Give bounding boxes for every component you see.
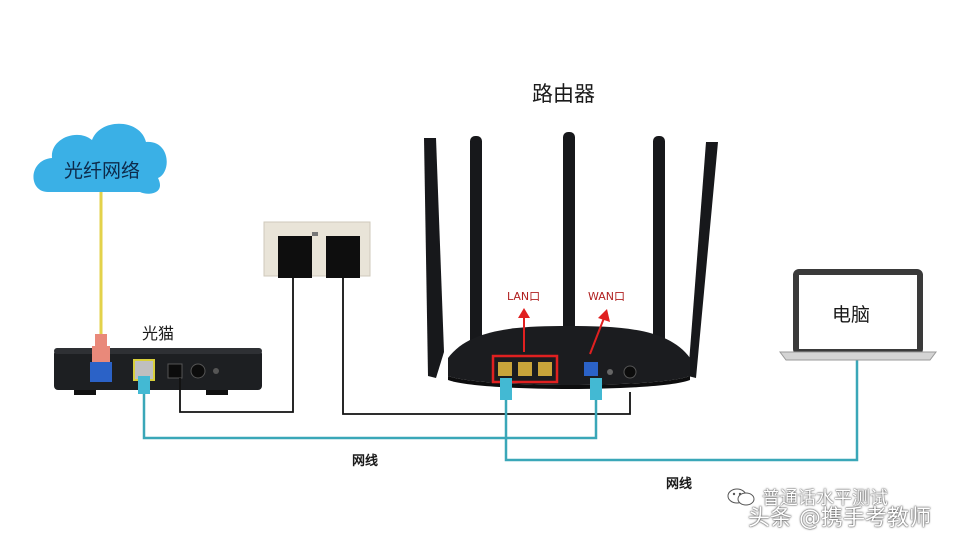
cable-lan-to-computer — [504, 356, 859, 462]
fiber-connector — [92, 334, 110, 362]
modem-label: 光猫 — [142, 324, 175, 343]
laptop — [779, 269, 937, 361]
fiber-port — [90, 362, 112, 382]
diagram-title: 路由器 — [532, 82, 595, 106]
antenna — [563, 132, 575, 354]
router-wan-port — [584, 362, 598, 376]
cable-label-2: 网线 — [666, 477, 693, 492]
cloud-label: 光纤网络 — [64, 160, 141, 182]
wechat-icon — [727, 488, 755, 506]
optical-modem — [54, 348, 262, 395]
antenna — [424, 138, 444, 378]
router-lan-port — [498, 362, 512, 376]
computer-label: 电脑 — [832, 304, 871, 326]
router — [424, 132, 718, 389]
antenna — [653, 136, 665, 354]
wan-port-label: WAN口 — [588, 290, 626, 303]
router-lan-port — [538, 362, 552, 376]
modem-power-cable — [179, 278, 294, 413]
power-adapters — [263, 221, 371, 278]
lan-port-label: LAN口 — [507, 290, 541, 303]
cloud-icon — [33, 123, 167, 194]
router-lan-port — [518, 362, 532, 376]
cable-modem-to-wan — [142, 392, 598, 440]
network-connector — [138, 376, 602, 400]
lan-arrow — [518, 308, 530, 352]
lan-port-highlight — [491, 354, 559, 384]
watermark-line-1: 普通话水平测试 — [762, 488, 888, 509]
router-power-cable — [342, 278, 631, 415]
cable-label-1: 网线 — [352, 454, 379, 469]
antenna — [688, 142, 718, 378]
antenna — [470, 136, 482, 354]
watermark-line-2: 头条 @携手考教师 — [748, 506, 931, 531]
wan-arrow — [589, 309, 610, 355]
